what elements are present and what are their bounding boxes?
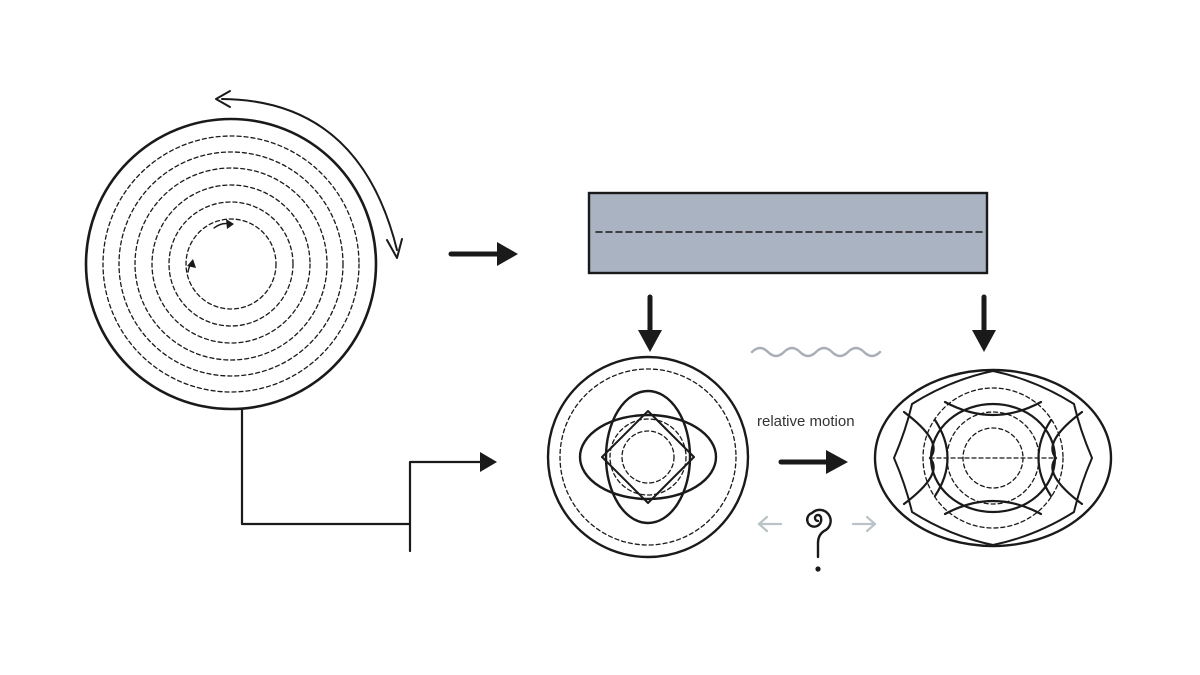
four-lobe-disc <box>546 355 750 559</box>
down-arrow-right <box>972 294 996 352</box>
left-arrow-icon <box>757 515 783 533</box>
wave-icon <box>750 346 882 358</box>
inner-rotation-arrows <box>187 219 234 273</box>
interference-ellipse <box>873 368 1113 548</box>
spiral-question-icon <box>806 508 832 572</box>
unrolled-band <box>587 191 989 275</box>
relative-motion-label: relative motion <box>757 413 855 430</box>
elbow-connector-arrow <box>240 408 497 553</box>
right-arrow-icon <box>851 515 877 533</box>
arrow-to-ellipse <box>778 450 848 474</box>
rotation-arc-arrow <box>215 90 403 259</box>
rotating-disc <box>84 117 378 411</box>
arrow-to-band <box>448 242 518 266</box>
down-arrow-left <box>638 294 662 352</box>
